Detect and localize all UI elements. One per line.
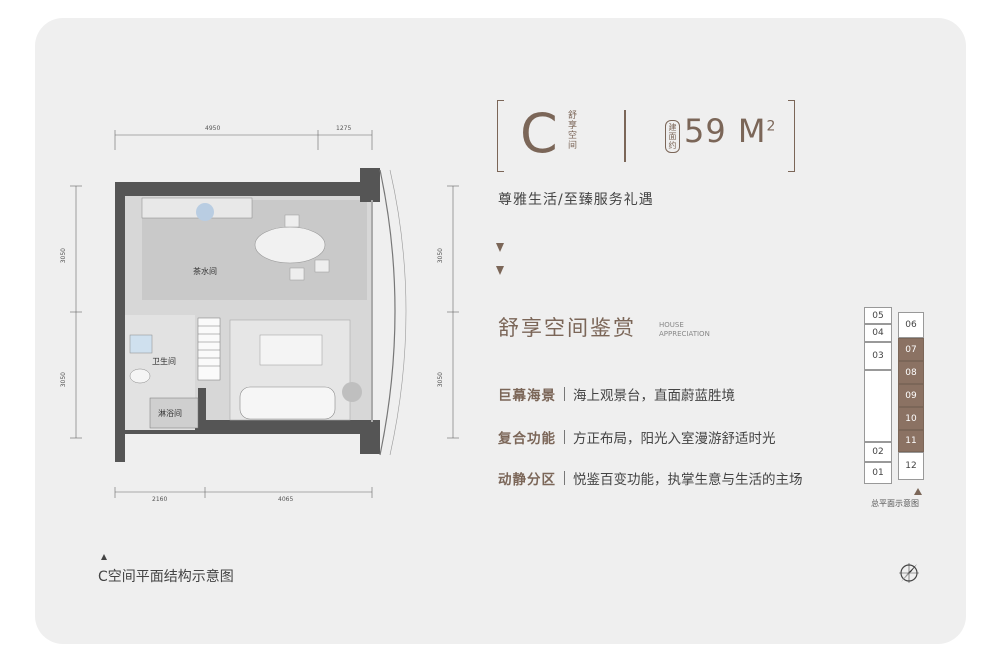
site-cell-07: 07 <box>898 338 924 361</box>
site-cell-08: 08 <box>898 361 924 384</box>
triangle-marker-icon <box>101 554 107 560</box>
room-label-bathroom: 卫生间 <box>152 357 176 366</box>
feature-value: 悦鉴百变功能，执掌生意与生活的主场 <box>573 472 803 488</box>
site-cell-11: 11 <box>898 430 924 452</box>
dim-left-2: 3050 <box>60 372 67 388</box>
header-divider <box>624 110 626 162</box>
type-letter: C <box>520 102 558 165</box>
bracket-right <box>788 100 795 172</box>
site-cell-09: 09 <box>898 384 924 407</box>
floor-plan: 4950 1275 2160 4065 3050 3050 3050 3050 … <box>60 120 490 510</box>
feature-divider <box>564 471 565 485</box>
site-cell-04: 04 <box>864 324 892 342</box>
slogan: 尊雅生活/至臻服务礼遇 <box>498 192 654 208</box>
site-plan: 05 04 03 02 01 06 07 08 09 10 11 12 <box>864 304 926 484</box>
feature-value: 海上观景台，直面蔚蓝胜境 <box>573 388 735 404</box>
dim-top-2: 1275 <box>336 125 352 132</box>
site-cell-12: 12 <box>898 452 924 480</box>
room-label-shower: 淋浴间 <box>158 409 182 418</box>
feature-key: 复合功能 <box>498 431 556 447</box>
site-cell-06: 06 <box>898 312 924 338</box>
area-unit-sup: 2 <box>766 118 777 135</box>
area-label: 建面约 <box>665 120 680 153</box>
area-number: 59 <box>684 112 727 150</box>
dim-bottom-2: 4065 <box>278 496 294 503</box>
feature-key: 动静分区 <box>498 472 556 488</box>
feature-item: 巨幕海景 海上观景台，直面蔚蓝胜境 <box>498 384 735 404</box>
area-unit: M <box>737 112 767 150</box>
compass-icon <box>896 560 922 586</box>
triangle-marker-icon <box>914 488 922 495</box>
feature-key: 巨幕海景 <box>498 388 556 404</box>
site-cell-01: 01 <box>864 462 892 484</box>
bracket-left <box>497 100 504 172</box>
dim-left-1: 3050 <box>60 248 67 264</box>
feature-item: 动静分区 悦鉴百变功能，执掌生意与生活的主场 <box>498 468 803 488</box>
section-subtitle-line2: APPRECIATION <box>659 330 710 338</box>
floor-plan-drawing <box>70 130 459 498</box>
feature-value: 方正布局，阳光入室漫游舒适时光 <box>573 431 776 447</box>
site-cell-spacer <box>864 370 892 442</box>
triangle-marker-icon <box>496 266 504 275</box>
dim-right-1: 3050 <box>437 248 444 264</box>
dim-bottom-1: 2160 <box>152 496 168 503</box>
site-plan-caption: 总平面示意图 <box>871 499 919 508</box>
floor-plan-caption: C空间平面结构示意图 <box>98 569 234 585</box>
site-cell-02: 02 <box>864 442 892 462</box>
feature-divider <box>564 387 565 401</box>
triangle-marker-icon <box>496 243 504 252</box>
dim-right-2: 3050 <box>437 372 444 388</box>
site-cell-10: 10 <box>898 407 924 430</box>
site-cell-03: 03 <box>864 342 892 370</box>
feature-item: 复合功能 方正布局，阳光入室漫游舒适时光 <box>498 427 776 447</box>
room-label-tea: 茶水间 <box>193 267 217 276</box>
site-cell-05: 05 <box>864 307 892 324</box>
dim-top-1: 4950 <box>205 125 221 132</box>
section-subtitle-line1: HOUSE <box>659 321 684 329</box>
area-value: 59 M2 <box>684 112 776 150</box>
type-name: 舒享空间 <box>566 110 576 150</box>
feature-divider <box>564 430 565 444</box>
section-title: 舒享空间鉴赏 <box>498 316 636 340</box>
section-subtitle: HOUSE APPRECIATION <box>659 321 710 339</box>
